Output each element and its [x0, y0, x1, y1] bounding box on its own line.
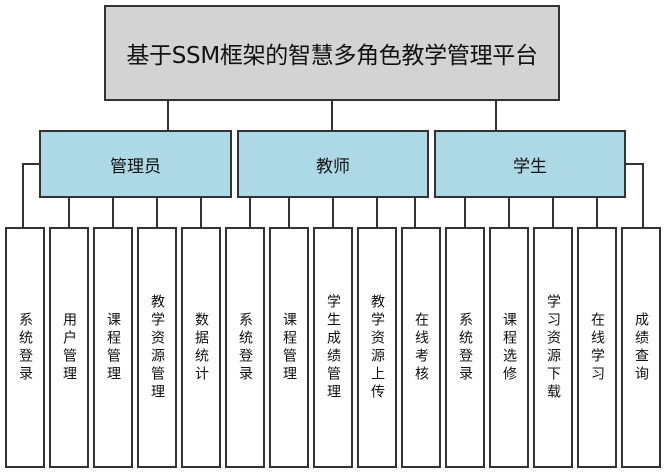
role-label: 管理员	[110, 156, 161, 177]
connector-admin-2	[68, 197, 70, 228]
function-label: 课程管理	[281, 311, 297, 384]
function-node: 数据统计	[181, 227, 221, 468]
function-label: 系统登录	[457, 311, 473, 384]
diagram-title: 基于SSM框架的智慧多角色教学管理平台	[126, 43, 538, 69]
function-label: 数据统计	[193, 311, 209, 384]
function-node: 在线学习	[577, 227, 617, 468]
function-label: 成绩查询	[633, 311, 649, 384]
function-label: 在线学习	[589, 311, 605, 384]
connector-student-5	[642, 163, 644, 228]
function-node: 成绩查询	[621, 227, 661, 468]
function-node: 在线考核	[401, 227, 441, 468]
function-label: 在线考核	[413, 311, 429, 384]
function-node: 学生成绩管理	[313, 227, 353, 468]
function-node: 课程管理	[93, 227, 133, 468]
function-node: 课程选修	[489, 227, 529, 468]
function-label: 教学资源管理	[149, 293, 165, 402]
function-node: 用户管理	[49, 227, 89, 468]
connector-admin-5	[200, 197, 202, 228]
connector-admin-elbow	[22, 163, 40, 165]
role-node-student: 学生	[434, 130, 626, 198]
connector-root-student	[495, 100, 497, 131]
role-node-admin: 管理员	[39, 130, 232, 198]
function-node: 教学资源上传	[357, 227, 397, 468]
connector-teacher-4	[376, 197, 378, 228]
connector-root-admin	[167, 100, 169, 131]
role-node-teacher: 教师	[237, 130, 429, 198]
connector-student-4	[596, 197, 598, 228]
function-label: 课程管理	[105, 311, 121, 384]
connector-admin-3	[112, 197, 114, 228]
function-node: 课程管理	[269, 227, 309, 468]
connector-student-elbow	[625, 163, 643, 165]
connector-root-teacher	[331, 100, 333, 131]
function-label: 学生成绩管理	[325, 293, 341, 402]
function-node: 系统登录	[5, 227, 45, 468]
connector-student-2	[508, 197, 510, 228]
connector-teacher-5	[414, 197, 416, 228]
connector-teacher-3	[332, 197, 334, 228]
connector-teacher-1	[249, 197, 251, 228]
connector-teacher-2	[288, 197, 290, 228]
function-node: 教学资源管理	[137, 227, 177, 468]
function-node: 系统登录	[225, 227, 265, 468]
function-label: 课程选修	[501, 311, 517, 384]
function-node: 学习资源下载	[533, 227, 573, 468]
function-label: 系统登录	[237, 311, 253, 384]
role-label: 学生	[513, 156, 547, 177]
function-node: 系统登录	[445, 227, 485, 468]
function-label: 学习资源下载	[545, 293, 561, 402]
root-node: 基于SSM框架的智慧多角色教学管理平台	[104, 5, 560, 101]
connector-admin-1	[22, 163, 24, 228]
function-label: 系统登录	[17, 311, 33, 384]
connector-student-3	[552, 197, 554, 228]
function-label: 教学资源上传	[369, 293, 385, 402]
function-label: 用户管理	[61, 311, 77, 384]
role-label: 教师	[316, 156, 350, 177]
connector-admin-4	[156, 197, 158, 228]
connector-student-1	[464, 197, 466, 228]
